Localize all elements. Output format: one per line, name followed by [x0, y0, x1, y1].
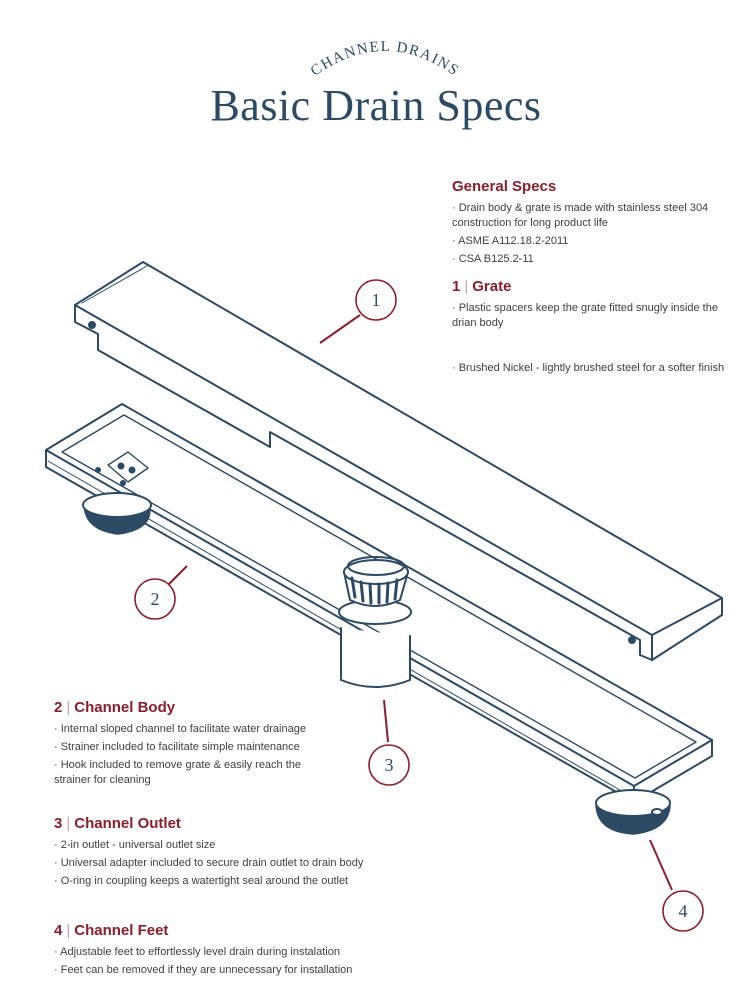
- feet-illustration: [82, 492, 671, 835]
- grate-illustration: [74, 261, 723, 661]
- page-title: Basic Drain Specs: [210, 81, 542, 130]
- channel-body-title: 2|Channel Body: [54, 699, 176, 716]
- general-specs-section: General Specs · Drain body & grate is ma…: [452, 178, 732, 270]
- grate-bullet: · Plastic spacers keep the grate fitted …: [452, 302, 718, 329]
- channel-outlet-bullet: · 2-in outlet - universal outlet size: [54, 839, 216, 851]
- callout-2-circle: [134, 578, 176, 620]
- callout-4-circle: [662, 890, 704, 932]
- outlet-illustration: [340, 627, 411, 688]
- channel-feet-title: 4|Channel Feet: [54, 922, 169, 939]
- callout-2-label: 2: [151, 589, 160, 609]
- channel-feet-number: 4: [54, 922, 63, 939]
- grate-title: 1|Grate: [452, 278, 512, 295]
- strainer-illustration: [338, 556, 412, 625]
- callout-3-circle: [368, 744, 410, 786]
- general-bullet: · ASME A112.18.2-2011: [452, 235, 569, 247]
- channel-feet-section: 4|Channel Feet · Adjustable feet to effo…: [54, 922, 394, 981]
- channel-outlet-bullet: · Universal adapter included to secure d…: [54, 857, 364, 869]
- grate-bullet: · Brushed Nickel - lightly brushed steel…: [452, 362, 725, 374]
- channel-feet-bullet: · Adjustable feet to effortlessly level …: [54, 946, 340, 958]
- channel-outlet-bullet: · O-ring in coupling keeps a watertight …: [54, 875, 349, 887]
- general-specs-title: General Specs: [452, 178, 557, 195]
- grate-title-text: Grate: [472, 278, 512, 295]
- channel-feet-bullet: · Feet can be removed if they are unnece…: [54, 964, 353, 976]
- callout-4-label: 4: [679, 901, 688, 921]
- channel-outlet-title-text: Channel Outlet: [74, 815, 181, 832]
- general-bullet: · CSA B125.2-11: [452, 253, 534, 265]
- channel-body-title-text: Channel Body: [74, 699, 176, 716]
- channel-outlet-section: 3|Channel Outlet · 2-in outlet - univers…: [54, 815, 394, 892]
- channel-feet-title-text: Channel Feet: [74, 922, 169, 939]
- header-kicker-arc: CHANNEL DRAINS: [308, 39, 461, 80]
- channel-body-bullet: · Strainer included to facilitate simple…: [54, 741, 300, 753]
- grate-number: 1: [452, 278, 461, 295]
- channel-body-bullet: · Hook included to remove grate & easily…: [54, 759, 302, 786]
- grate-section: 1|Grate · Plastic spacers keep the grate…: [452, 278, 732, 379]
- channel-outlet-title: 3|Channel Outlet: [54, 815, 181, 832]
- callout-1-label: 1: [372, 290, 381, 310]
- callout-1-circle: [355, 279, 397, 321]
- callout-3-label: 3: [385, 755, 394, 775]
- channel-outlet-number: 3: [54, 815, 63, 832]
- general-bullet: · Drain body & grate is made with stainl…: [452, 202, 709, 229]
- channel-body-bullet: · Internal sloped channel to facilitate …: [54, 723, 306, 735]
- channel-body-section: 2|Channel Body · Internal sloped channel…: [54, 699, 314, 791]
- channel-body-number: 2: [54, 699, 63, 716]
